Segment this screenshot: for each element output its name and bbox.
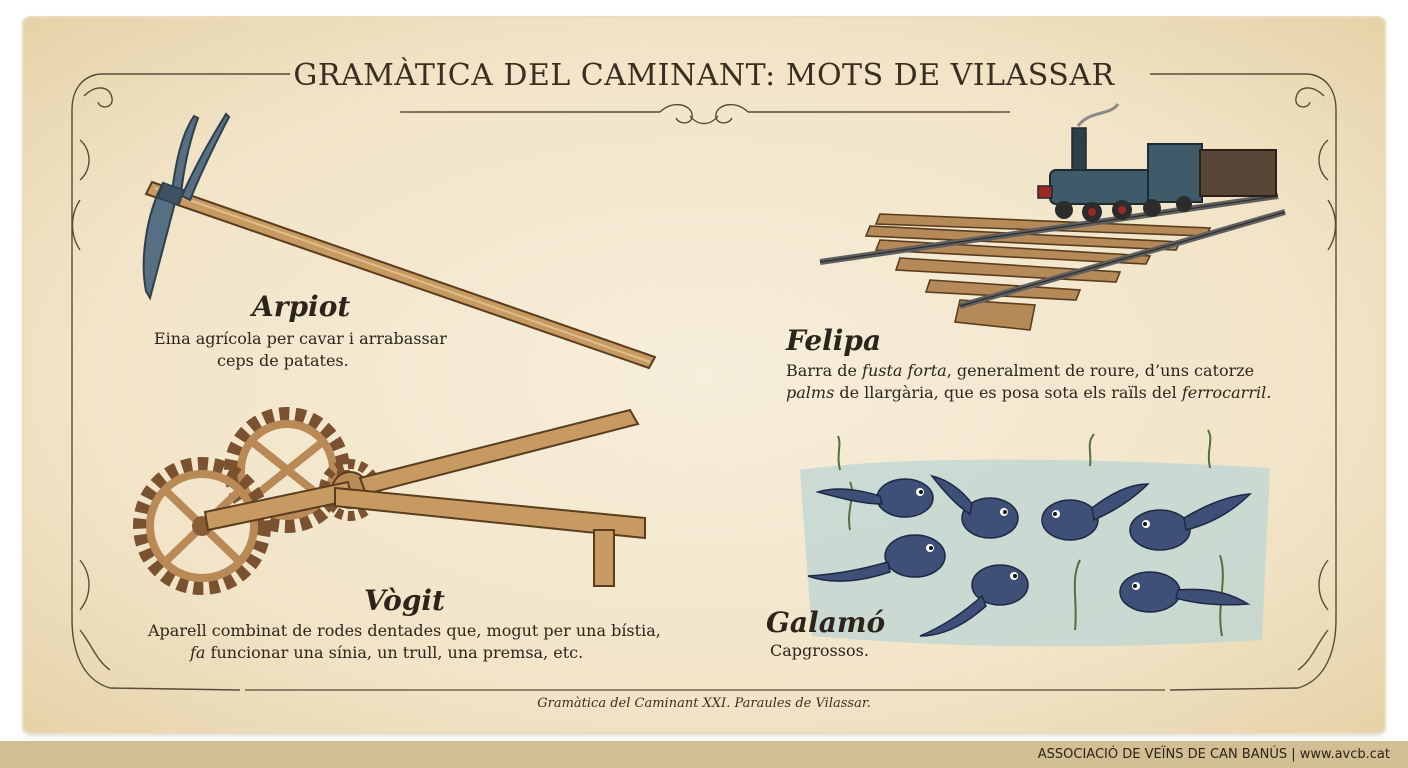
caption: Gramàtica del Caminant XXI. Paraules de … — [537, 696, 871, 711]
hoe-icon — [142, 112, 657, 370]
definition-vogit-line1: Aparell combinat de rodes dentades que, … — [148, 621, 661, 640]
page-title: GRAMÀTICA DEL CAMINANT: MOTS DE VILASSAR — [293, 58, 1115, 93]
definition-felipa-line1: Barra de fusta forta, generalment de rou… — [786, 361, 1255, 380]
definition-felipa: Barra de fusta forta, generalment de rou… — [786, 360, 1286, 404]
definition-felipa-line2: palms de llargària, que es posa sota els… — [786, 383, 1272, 402]
footer-credit: ASSOCIACIÓ DE VEÏNS DE CAN BANÚS | www.a… — [1037, 747, 1390, 762]
definition-arpiot: Eina agrícola per cavar i arrabassar cep… — [154, 328, 474, 372]
term-felipa: Felipa — [786, 324, 882, 357]
definition-galamo: Capgrossos. — [770, 641, 869, 660]
term-vogit: Vògit — [364, 584, 445, 617]
definition-vogit: Aparell combinat de rodes dentades que, … — [148, 620, 668, 664]
railway-icon — [819, 103, 1286, 331]
tadpoles-icon — [800, 429, 1270, 647]
footer-band: ASSOCIACIÓ DE VEÏNS DE CAN BANÚS | www.a… — [0, 741, 1408, 768]
definition-arpiot-line1: Eina agrícola per cavar i arrabassar — [154, 329, 447, 348]
gear-mechanism-icon — [133, 407, 646, 595]
term-arpiot: Arpiot — [252, 290, 351, 323]
definition-arpiot-line2: ceps de patates. — [217, 351, 349, 370]
term-galamo: Galamó — [766, 606, 886, 639]
definition-vogit-line2: fa funcionar una sínia, un trull, una pr… — [190, 643, 584, 662]
ornamental-border-icon — [71, 73, 1337, 691]
